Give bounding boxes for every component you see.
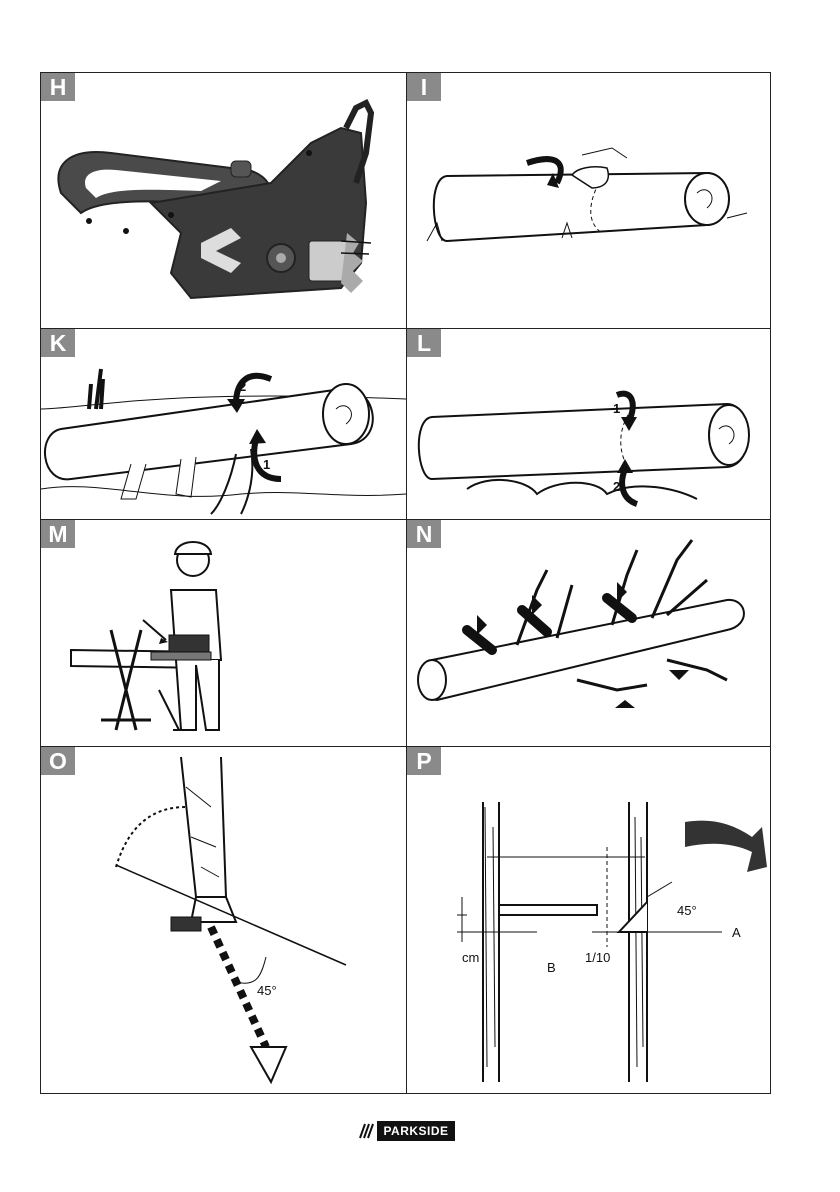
panel-m-label: M xyxy=(41,520,75,548)
panel-o-label: O xyxy=(41,747,75,775)
panel-i: I xyxy=(407,73,771,328)
logo-slashes-icon xyxy=(359,1123,375,1139)
limbing-illustration xyxy=(407,520,771,746)
k-step-2: 2 xyxy=(239,379,246,394)
panel-k-label: K xyxy=(41,329,75,357)
panel-p: 45° A B cm 1/10 P xyxy=(407,747,771,1093)
escape-route-illustration: 45° xyxy=(41,747,406,1093)
panel-i-label: I xyxy=(407,73,441,101)
log-support-cut-illustration: 2 1 xyxy=(41,329,406,519)
panel-l-label: L xyxy=(407,329,441,357)
panel-h-label: H xyxy=(41,73,75,101)
panel-k: 2 1 K xyxy=(41,329,406,519)
panel-p-label: P xyxy=(407,747,441,775)
panel-n-label: N xyxy=(407,520,441,548)
felling-cut-diagram: 45° A B cm 1/10 xyxy=(407,747,771,1093)
operator-sawhorse-illustration xyxy=(41,520,406,746)
panel-h: H xyxy=(41,73,406,328)
log-ground-cut-illustration: 1 2 xyxy=(407,329,771,519)
p-label-b: B xyxy=(547,960,556,975)
panel-m: M xyxy=(41,520,406,746)
k-step-1: 1 xyxy=(263,457,270,472)
p-fraction: 1/10 xyxy=(585,950,610,965)
chainsaw-illustration xyxy=(41,73,406,328)
brand-wordmark: PARKSIDE xyxy=(377,1121,455,1141)
l-step-1: 1 xyxy=(613,401,620,416)
o-angle-label: 45° xyxy=(257,983,277,998)
panel-l: 1 2 L xyxy=(407,329,771,519)
panel-o: 45° O xyxy=(41,747,406,1093)
panel-n: N xyxy=(407,520,771,746)
p-unit-cm: cm xyxy=(462,950,479,965)
parkside-logo: PARKSIDE xyxy=(359,1121,455,1141)
log-cut-illustration xyxy=(407,73,771,328)
p-angle-label: 45° xyxy=(677,903,697,918)
figure-grid: H I 2 xyxy=(40,72,771,1094)
p-label-a: A xyxy=(732,925,741,940)
